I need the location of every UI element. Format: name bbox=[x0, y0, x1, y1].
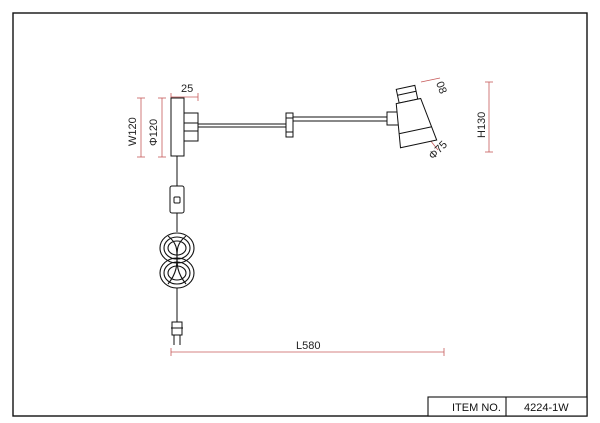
dim-height: H130 bbox=[476, 112, 488, 138]
coiled-cord bbox=[159, 232, 195, 289]
base-block bbox=[183, 112, 199, 142]
lamp-outline bbox=[159, 84, 438, 345]
dim-shade-diameter: Φ75 bbox=[427, 139, 450, 162]
dim-width: W120 bbox=[127, 117, 139, 146]
item-number: 4224-1W bbox=[524, 402, 569, 414]
dim-base-diameter: Φ120 bbox=[148, 119, 160, 146]
lamp-shade bbox=[395, 84, 438, 149]
wall-plate bbox=[170, 97, 185, 157]
dim-length: L580 bbox=[296, 340, 320, 352]
arm-joint bbox=[285, 112, 294, 138]
title-block: ITEM NO. 4224-1W bbox=[427, 396, 588, 417]
dim-depth: 25 bbox=[181, 83, 193, 95]
dimension-lines bbox=[137, 77, 493, 356]
dimension-labels: 25 W120 Φ120 08 Φ75 H130 L580 bbox=[127, 80, 488, 352]
plug bbox=[171, 321, 183, 345]
item-label: ITEM NO. bbox=[452, 402, 501, 414]
dim-shade-top: 08 bbox=[433, 80, 448, 96]
sheet-border bbox=[12, 12, 588, 417]
